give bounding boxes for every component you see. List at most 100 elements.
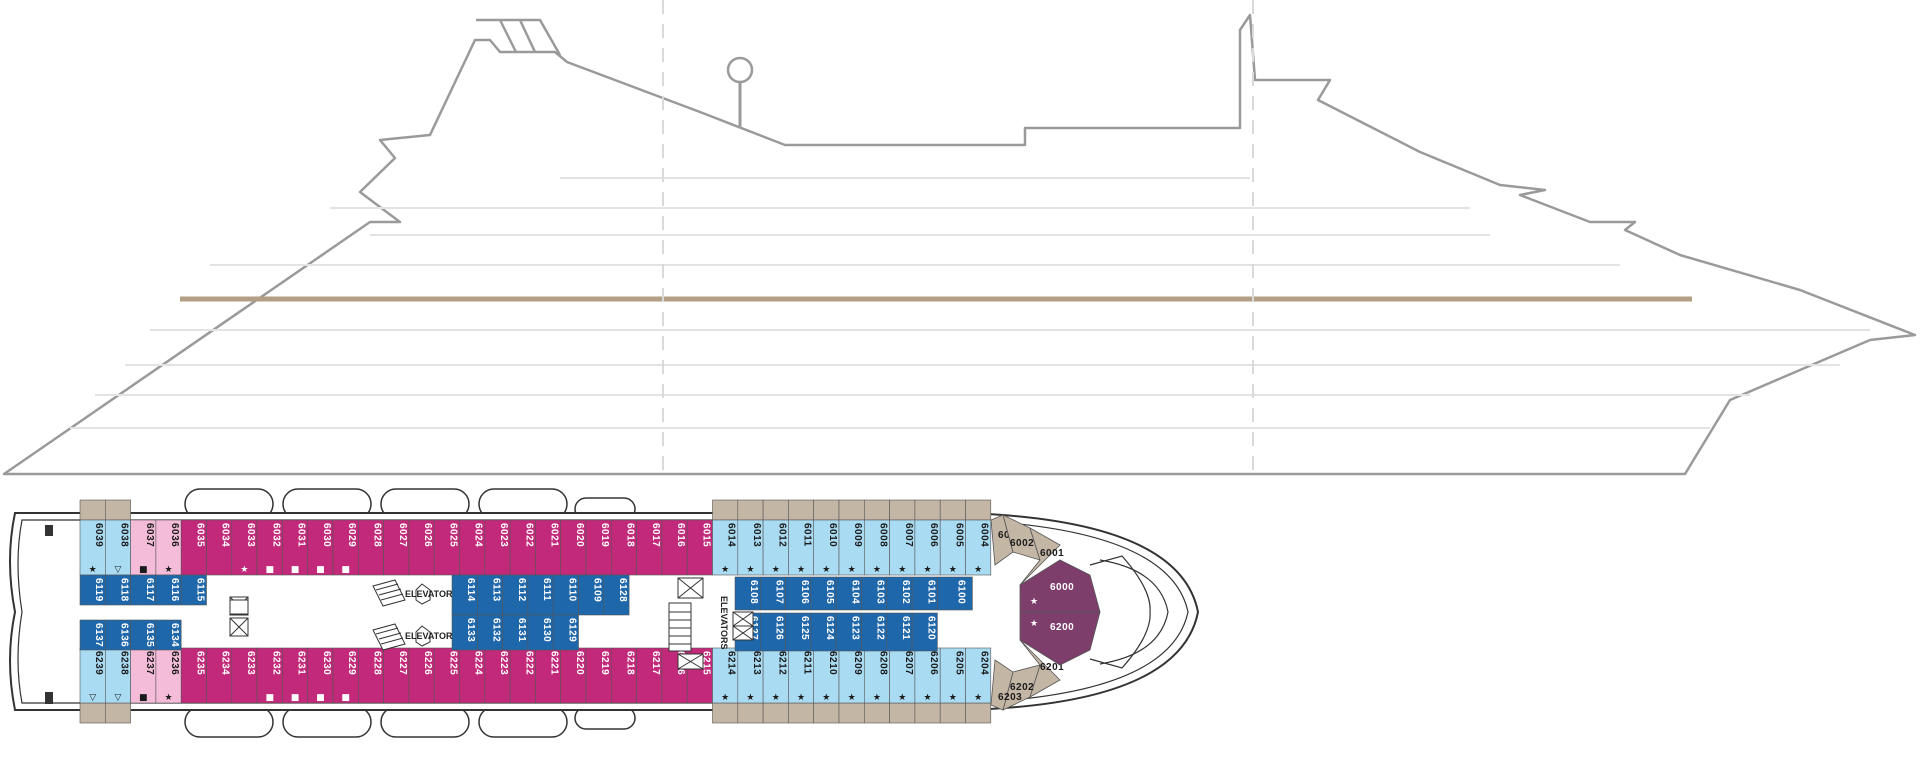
cabin-6101[interactable]: 6101 <box>911 576 938 611</box>
cabin-6131[interactable]: 6131 <box>502 614 529 651</box>
bow-suite-6203[interactable]: 6203 <box>990 659 1022 711</box>
cabin-6222[interactable]: 6222 <box>509 647 536 704</box>
cabin-6020[interactable]: 6020 <box>560 519 587 576</box>
cabin-6033[interactable]: 6033★ <box>231 519 258 576</box>
cabin-6021[interactable]: 6021 <box>535 519 562 576</box>
cabin-6210[interactable]: 6210★ <box>813 647 840 704</box>
cabin-6208[interactable]: 6208★ <box>863 647 890 704</box>
cabin-6238[interactable]: 6238▽ <box>105 647 131 704</box>
cabin-6112[interactable]: 6112 <box>502 574 529 616</box>
cabin-6022[interactable]: 6022 <box>509 519 536 576</box>
cabin-6009[interactable]: 6009★ <box>838 519 865 576</box>
cabin-6023[interactable]: 6023 <box>484 519 511 576</box>
cabin-6137[interactable]: 6137 <box>79 619 106 651</box>
cabin-6004[interactable]: 6004★ <box>965 519 992 576</box>
cabin-6111[interactable]: 6111 <box>527 574 554 616</box>
cabin-6031[interactable]: 6031■ <box>282 519 308 576</box>
cabin-6107[interactable]: 6107 <box>759 576 786 611</box>
cabin-6218[interactable]: 6218 <box>610 647 637 704</box>
cabin-6211[interactable]: 6211★ <box>788 647 815 704</box>
cabin-6038[interactable]: 6038▽ <box>105 519 131 576</box>
cabin-6223[interactable]: 6223 <box>484 647 511 704</box>
cabin-6225[interactable]: 6225 <box>433 647 460 704</box>
cabin-6122[interactable]: 6122 <box>861 612 888 652</box>
cabin-6016[interactable]: 6016 <box>661 519 688 576</box>
cabin-6228[interactable]: 6228 <box>357 647 384 704</box>
cabin-6035[interactable]: 6035 <box>180 519 207 576</box>
cabin-6032[interactable]: 6032■ <box>256 519 283 576</box>
cabin-6018[interactable]: 6018 <box>610 519 637 576</box>
cabin-6133[interactable]: 6133 <box>451 614 478 651</box>
cabin-6123[interactable]: 6123 <box>835 612 862 652</box>
cabin-6234[interactable]: 6234 <box>206 647 233 704</box>
cabin-6027[interactable]: 6027 <box>383 519 410 576</box>
bow-suite-6001[interactable]: 6001 <box>1019 527 1064 586</box>
cabin-6227[interactable]: 6227 <box>383 647 410 704</box>
cabin-6239[interactable]: 6239▽ <box>79 647 106 704</box>
cabin-6037[interactable]: 6037■ <box>130 519 157 576</box>
cabin-6217[interactable]: 6217 <box>636 647 663 704</box>
cabin-6233[interactable]: 6233 <box>231 647 258 704</box>
cabin-6006[interactable]: 6006★ <box>914 519 941 576</box>
cabin-6118[interactable]: 6118 <box>105 574 131 606</box>
cabin-6028[interactable]: 6028 <box>357 519 384 576</box>
cabin-6036[interactable]: 6036★ <box>155 519 182 576</box>
cabin-6017[interactable]: 6017 <box>636 519 663 576</box>
cabin-6207[interactable]: 6207★ <box>889 647 916 704</box>
cabin-6103[interactable]: 6103 <box>861 576 888 611</box>
cabin-6026[interactable]: 6026 <box>408 519 435 576</box>
cabin-6039[interactable]: 6039★ <box>79 519 106 576</box>
cabin-6024[interactable]: 6024 <box>459 519 486 576</box>
cabin-6012[interactable]: 6012★ <box>762 519 789 576</box>
cabin-6125[interactable]: 6125 <box>785 612 812 652</box>
cabin-6100[interactable]: 6100 <box>937 576 973 611</box>
cabin-6126[interactable]: 6126 <box>759 612 786 652</box>
cabin-6224[interactable]: 6224 <box>459 647 486 704</box>
cabin-6130[interactable]: 6130 <box>527 614 554 651</box>
cabin-6134[interactable]: 6134 <box>155 619 182 651</box>
cabin-6109[interactable]: 6109 <box>578 574 605 616</box>
cabin-6015[interactable]: 6015 <box>686 519 713 576</box>
cabin-6209[interactable]: 6209★ <box>838 647 865 704</box>
cabin-6105[interactable]: 6105 <box>810 576 837 611</box>
cabin-6029[interactable]: 6029■ <box>332 519 359 576</box>
cabin-6117[interactable]: 6117 <box>130 574 157 606</box>
cabin-6013[interactable]: 6013★ <box>737 519 764 576</box>
cabin-6129[interactable]: 6129 <box>552 614 579 651</box>
cabin-6221[interactable]: 6221 <box>535 647 562 704</box>
cabin-6014[interactable]: 6014★ <box>712 519 739 576</box>
cabin-6121[interactable]: 6121 <box>886 612 913 652</box>
cabin-6135[interactable]: 6135 <box>130 619 157 651</box>
cabin-6010[interactable]: 6010★ <box>813 519 840 576</box>
cabin-6237[interactable]: 6237■ <box>130 647 157 704</box>
cabin-6034[interactable]: 6034 <box>206 519 233 576</box>
bow-suite-6200[interactable]: 6200★ <box>1019 611 1101 666</box>
cabin-6206[interactable]: 6206★ <box>914 647 941 704</box>
cabin-6114[interactable]: 6114 <box>451 574 478 616</box>
cabin-6214[interactable]: 6214★ <box>712 647 739 704</box>
cabin-6124[interactable]: 6124 <box>810 612 837 652</box>
cabin-6128[interactable]: 6128 <box>603 574 630 616</box>
cabin-6106[interactable]: 6106 <box>785 576 812 611</box>
cabin-6110[interactable]: 6110 <box>552 574 579 616</box>
cabin-6205[interactable]: 6205★ <box>939 647 966 704</box>
cabin-6011[interactable]: 6011★ <box>788 519 815 576</box>
cabin-6229[interactable]: 6229■ <box>332 647 359 704</box>
cabin-6204[interactable]: 6204★ <box>965 647 992 704</box>
cabin-6008[interactable]: 6008★ <box>863 519 890 576</box>
cabin-6119[interactable]: 6119 <box>79 574 106 606</box>
cabin-6235[interactable]: 6235 <box>180 647 207 704</box>
cabin-6231[interactable]: 6231■ <box>282 647 308 704</box>
cabin-6019[interactable]: 6019 <box>585 519 612 576</box>
cabin-6115[interactable]: 6115 <box>180 574 207 606</box>
cabin-6108[interactable]: 6108 <box>734 576 761 611</box>
cabin-6212[interactable]: 6212★ <box>762 647 789 704</box>
cabin-6230[interactable]: 6230■ <box>307 647 334 704</box>
cabin-6213[interactable]: 6213★ <box>737 647 764 704</box>
cabin-6232[interactable]: 6232■ <box>256 647 283 704</box>
cabin-6220[interactable]: 6220 <box>560 647 587 704</box>
cabin-6102[interactable]: 6102 <box>886 576 913 611</box>
cabin-6132[interactable]: 6132 <box>476 614 503 651</box>
cabin-6104[interactable]: 6104 <box>835 576 862 611</box>
cabin-6136[interactable]: 6136 <box>105 619 131 651</box>
